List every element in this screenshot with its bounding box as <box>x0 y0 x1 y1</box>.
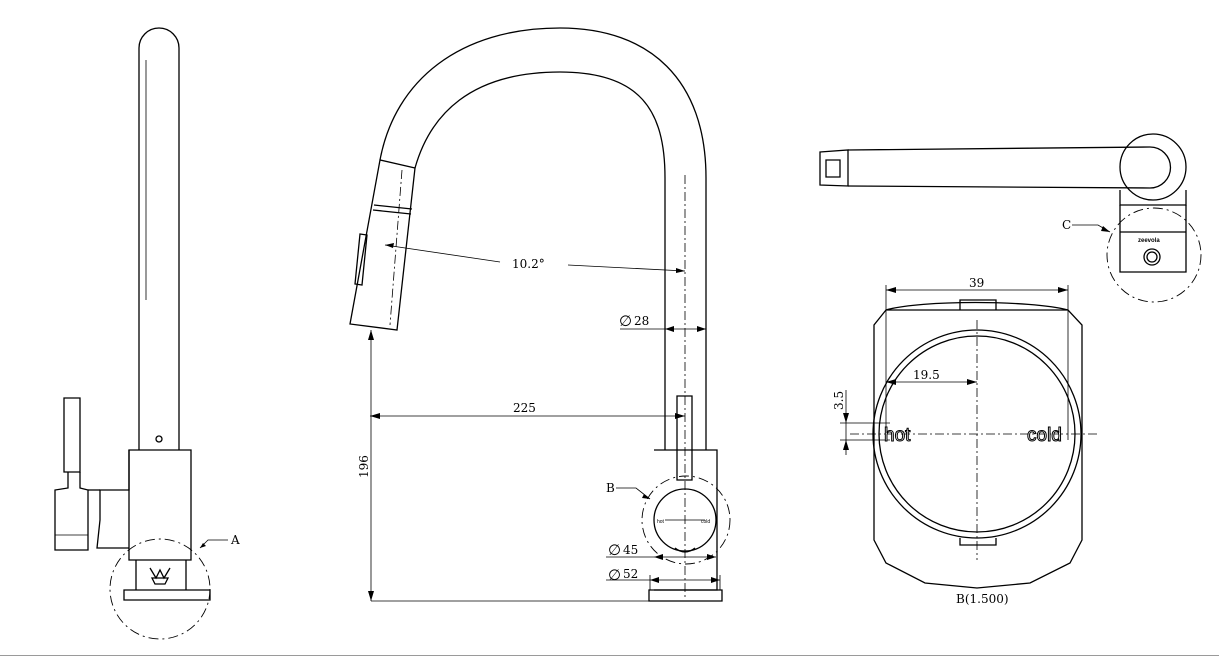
detail-label-a: A <box>230 533 240 547</box>
detail-label-c: C <box>1062 218 1071 232</box>
base-dia-inner-dim: 45 <box>623 543 638 557</box>
detail-width-dim: 39 <box>969 276 984 290</box>
spout-angle-dim: 10.2° <box>512 257 545 271</box>
detail-label-b: B <box>606 481 615 495</box>
dia-symbol-28: ∅ <box>619 312 632 330</box>
front-cold-label: cold <box>701 519 710 525</box>
detail-b-view: 39 19.5 3.5 hot cold B(1.500) <box>832 276 1100 606</box>
side-view: A <box>54 27 240 640</box>
reach-dim: 225 <box>513 401 536 415</box>
dia-symbol-52: ∅ <box>608 566 621 584</box>
dia-symbol-45: ∅ <box>608 541 621 559</box>
spout-dia-dim: 28 <box>634 314 649 328</box>
cold-label: cold <box>1027 425 1062 446</box>
detail-offset-dim: 3.5 <box>832 391 846 410</box>
detail-half-dim: 19.5 <box>913 368 940 382</box>
brand-label: zeevola <box>1138 238 1160 244</box>
frame-bottom-line <box>0 655 1219 656</box>
height-dim: 196 <box>357 455 371 478</box>
detail-b-scale-label: B(1.500) <box>956 592 1009 606</box>
base-dia-outer-dim: 52 <box>623 567 638 581</box>
top-view: zeevola C <box>819 133 1202 303</box>
hot-label: hot <box>884 425 911 446</box>
front-view: hot cold 10.2° ∅ 28 225 196 B ∅ <box>349 27 731 602</box>
front-hot-label: hot <box>657 519 665 525</box>
